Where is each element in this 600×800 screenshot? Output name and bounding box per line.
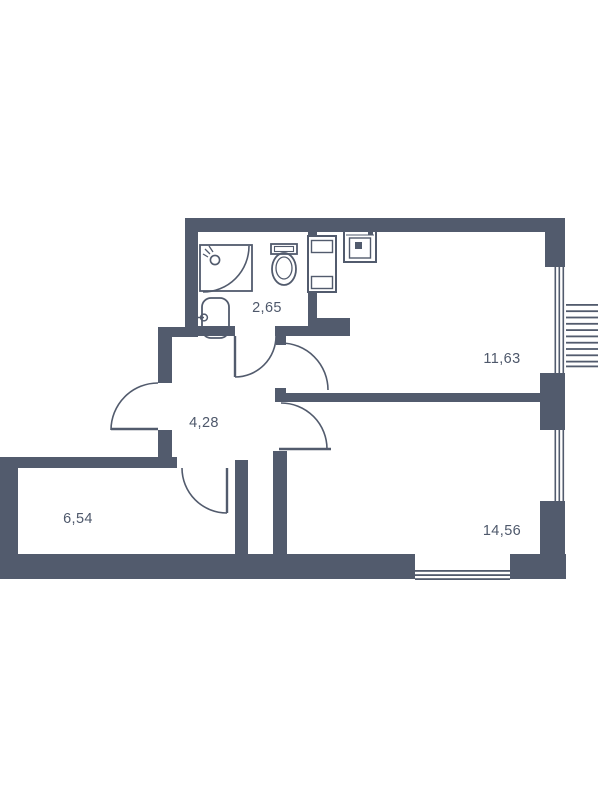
vent-shaft-block — [317, 318, 350, 336]
door-swing-icon — [181, 467, 229, 514]
door-swing-icon — [233, 335, 277, 378]
fridge-icon — [307, 235, 337, 293]
room-label-kitchen-living: 11,63 — [483, 351, 520, 367]
wall-bathroom-bottom-right — [275, 326, 317, 336]
room-label-bathroom: 2,65 — [252, 300, 282, 316]
room-label-room-large: 14,56 — [483, 523, 521, 539]
wall-partition-rooms — [275, 393, 545, 402]
windows — [415, 267, 598, 580]
fixtures — [198, 229, 377, 339]
window-icon — [541, 267, 565, 373]
door-swing-icon — [280, 342, 329, 391]
wall-bathroom-bottom-left — [185, 326, 235, 336]
wall-top — [185, 218, 565, 232]
wall-right-upper — [545, 218, 565, 267]
window-sill — [541, 430, 565, 501]
kitchen-sink-icon — [343, 229, 377, 263]
window-icon — [415, 570, 510, 580]
room-label-room-small: 6,54 — [63, 511, 93, 527]
window-sill — [541, 267, 565, 373]
shower-icon — [199, 244, 253, 293]
wall-bottom-left — [0, 554, 415, 579]
wall-bathroom-left — [185, 218, 198, 337]
wall-room-small-top — [0, 457, 177, 468]
wall-kitchen-door-stub — [276, 336, 286, 345]
doors — [110, 335, 331, 514]
balcony-hatch-icon — [566, 304, 598, 368]
window-icon — [541, 430, 565, 501]
room-labels: 2,65 11,63 4,28 6,54 14,56 — [63, 300, 521, 539]
bathroom-sink-icon — [198, 297, 230, 339]
room-label-hallway: 4,28 — [189, 415, 219, 431]
wall-partition-end — [275, 388, 286, 402]
wall-hall-left-upper — [158, 337, 172, 383]
toilet-icon — [270, 243, 298, 286]
wall-room-small-right — [235, 460, 248, 554]
wall-room-large-left — [273, 451, 287, 554]
door-swing-icon — [110, 382, 159, 431]
wall-jog — [158, 327, 198, 337]
wall-left-outer — [0, 457, 18, 579]
door-swing-icon — [279, 402, 331, 451]
wall-right-lower — [540, 501, 565, 579]
